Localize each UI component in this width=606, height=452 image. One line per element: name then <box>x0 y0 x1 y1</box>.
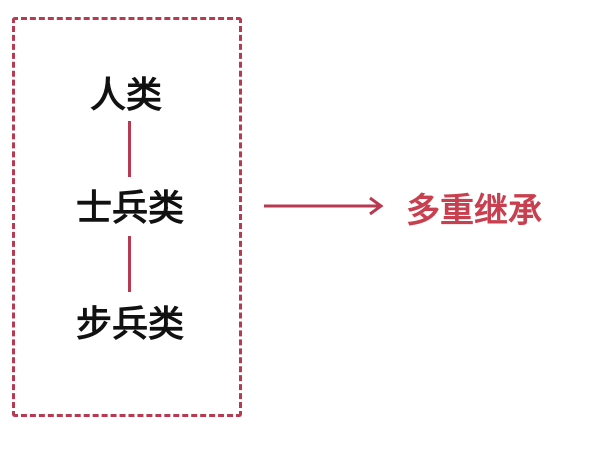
node-human-class: 人类 <box>89 75 163 116</box>
connector-line <box>128 236 131 292</box>
class-hierarchy-frame <box>12 17 242 417</box>
node-infantry-class: 步兵类 <box>75 304 185 345</box>
right-arrow-icon <box>264 196 384 216</box>
node-soldier-class: 士兵类 <box>75 188 185 229</box>
connector-line <box>128 121 131 177</box>
result-label-multiple-inheritance: 多重继承 <box>406 191 542 231</box>
